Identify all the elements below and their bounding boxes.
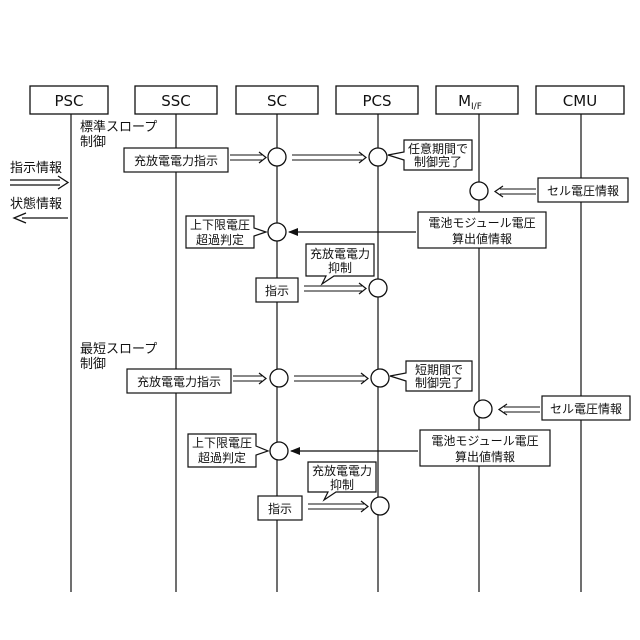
section1-limit-check-line1: 上下限電圧 xyxy=(190,218,250,232)
section1-sc-node xyxy=(268,148,286,166)
entity-sc-label: SC xyxy=(267,92,287,110)
section2-module-voltage-line1: 電池モジュール電圧 xyxy=(431,434,538,448)
section2-completion-line1: 短期間で xyxy=(415,363,463,377)
section2-mif-node xyxy=(474,400,492,418)
entity-pcs: PCS xyxy=(336,86,418,114)
section1-module-voltage-line2: 算出値情報 xyxy=(452,231,512,246)
section1-module-voltage-line1: 電池モジュール電圧 xyxy=(428,216,535,230)
section1-arrow-sc-pcs xyxy=(292,152,366,163)
section-standard-slope: 標準スロープ 制御 充放電電力指示 任意期間で 制御完了 xyxy=(80,119,628,302)
section1-cell-voltage-text: セル電圧情報 xyxy=(547,184,619,198)
section2-sc-node xyxy=(270,369,288,387)
section1-title-line1: 標準スロープ xyxy=(80,119,157,135)
section1-arrow-cmu-mif xyxy=(495,186,536,197)
section2-charge-command-text: 充放電電力指示 xyxy=(137,374,221,389)
section1-mif-node xyxy=(470,182,488,200)
section-shortest-slope: 最短スロープ 制御 充放電電力指示 短期間で 制御完了 セル電圧情報 電池モジュ… xyxy=(80,342,630,520)
section1-completion-line1: 任意期間で xyxy=(408,141,468,156)
section1-arrow-sc-pcs-instruction xyxy=(304,283,366,294)
section1-pcs-node xyxy=(369,148,387,166)
section1-suppress-line2: 抑制 xyxy=(328,260,352,275)
section2-suppress-line2: 抑制 xyxy=(330,477,354,492)
section2-pcs-suppress-node xyxy=(371,497,389,515)
section1-charge-command-text: 充放電電力指示 xyxy=(134,153,218,168)
section2-completion-line2: 制御完了 xyxy=(415,375,463,390)
section2-pcs-node xyxy=(371,369,389,387)
section2-title-line2: 制御 xyxy=(80,357,106,372)
entity-ssc: SSC xyxy=(135,86,217,114)
section2-title-line1: 最短スロープ xyxy=(80,342,157,357)
entity-psc: PSC xyxy=(30,86,108,114)
section1-pcs-suppress-node xyxy=(369,279,387,297)
section1-instruction-text: 指示 xyxy=(265,283,289,298)
entity-pcs-label: PCS xyxy=(362,92,391,110)
entity-psc-label: PSC xyxy=(54,92,83,110)
section1-suppress-line1: 充放電電力 xyxy=(310,246,370,261)
section2-arrow-cmu-mif xyxy=(499,404,540,415)
entity-cmu: CMU xyxy=(536,86,624,114)
section2-arrow-sc-pcs xyxy=(294,373,368,384)
legend-instruction-label: 指示情報 xyxy=(10,161,62,176)
section2-sc-check-node xyxy=(270,442,288,460)
legend-status-label: 状態情報 xyxy=(10,196,62,212)
section2-module-voltage-line2: 算出値情報 xyxy=(455,449,515,464)
section2-cell-voltage-text: セル電圧情報 xyxy=(550,402,622,416)
section2-instruction-text: 指示 xyxy=(268,501,292,516)
section2-limit-check-line1: 上下限電圧 xyxy=(192,436,252,450)
section1-sc-check-node xyxy=(268,223,286,241)
legend-status-arrow xyxy=(14,213,68,223)
section2-suppress-line1: 充放電電力 xyxy=(312,463,372,478)
section1-limit-check-line2: 超過判定 xyxy=(196,232,244,247)
section2-arrow-ssc-sc xyxy=(233,373,266,384)
section1-completion-line2: 制御完了 xyxy=(414,154,462,169)
section1-arrow-ssc-sc xyxy=(230,152,266,163)
section2-arrow-sc-pcs-instruction xyxy=(308,501,368,512)
legend: 指示情報 状態情報 xyxy=(10,161,68,223)
entity-ssc-label: SSC xyxy=(161,92,191,110)
entity-sc: SC xyxy=(236,86,318,114)
legend-instruction-arrow xyxy=(10,176,68,189)
entity-cmu-label: CMU xyxy=(563,92,597,110)
entity-mif: MI/F xyxy=(436,86,518,114)
section2-limit-check-line2: 超過判定 xyxy=(198,450,246,465)
section1-title-line2: 制御 xyxy=(80,135,106,150)
